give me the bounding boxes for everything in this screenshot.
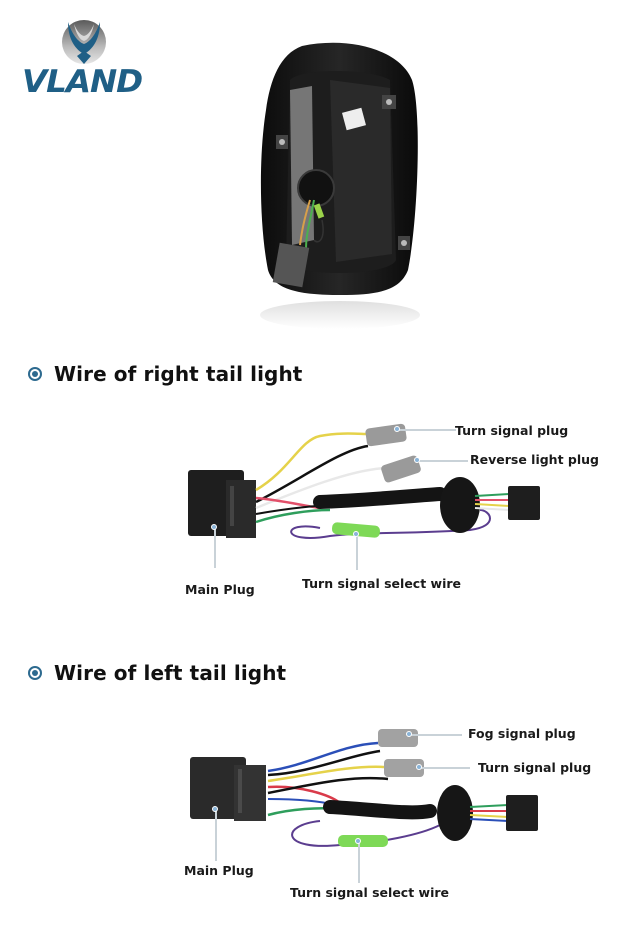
label-main-plug: Main Plug [185, 582, 255, 597]
leader-dot [414, 457, 420, 463]
leader-line [214, 528, 216, 568]
label-fog-signal-plug: Fog signal plug [468, 726, 576, 741]
turn-signal-plug-connector [384, 759, 424, 777]
section-heading-right: Wire of right tail light [28, 362, 302, 386]
leader-line [398, 429, 456, 431]
label-turn-signal-select-wire: Turn signal select wire [290, 885, 450, 900]
leader-line [356, 536, 358, 570]
brand-wordmark: VLAND [22, 64, 143, 100]
fog-signal-plug-connector [378, 729, 418, 747]
leader-dot [211, 524, 217, 530]
turn-signal-select-connector [338, 835, 388, 847]
radio-bullet-icon [28, 367, 42, 381]
label-main-plug: Main Plug [184, 863, 254, 878]
left-harness-photo [170, 715, 570, 883]
section-title: Wire of left tail light [54, 661, 287, 685]
leader-dot [353, 531, 359, 537]
leader-line [420, 767, 470, 769]
turn-signal-plug-connector [365, 423, 407, 447]
leader-line [215, 811, 217, 861]
leader-dot [406, 731, 412, 737]
section-heading-left: Wire of left tail light [28, 661, 286, 685]
turn-signal-select-connector [331, 522, 381, 538]
leader-dot [394, 426, 400, 432]
leader-line [418, 460, 468, 462]
label-turn-signal-plug: Turn signal plug [478, 760, 592, 775]
leader-dot [212, 806, 218, 812]
v-emblem-icon [58, 18, 110, 66]
main-plug-connector [188, 470, 256, 538]
radio-bullet-icon [28, 666, 42, 680]
label-turn-signal-plug: Turn signal plug [455, 423, 569, 438]
leader-dot [355, 838, 361, 844]
reverse-light-plug-connector [381, 455, 421, 483]
leader-line [410, 734, 462, 736]
product-image-tail-light [240, 40, 440, 335]
main-plug-connector [190, 757, 266, 821]
brand-logo: VLAND [22, 18, 144, 100]
right-harness-photo [170, 410, 570, 570]
label-turn-signal-select-wire: Turn signal select wire [302, 576, 462, 591]
leader-dot [416, 764, 422, 770]
label-reverse-light-plug: Reverse light plug [470, 452, 599, 467]
section-title: Wire of right tail light [54, 362, 303, 386]
leader-line [358, 843, 360, 883]
